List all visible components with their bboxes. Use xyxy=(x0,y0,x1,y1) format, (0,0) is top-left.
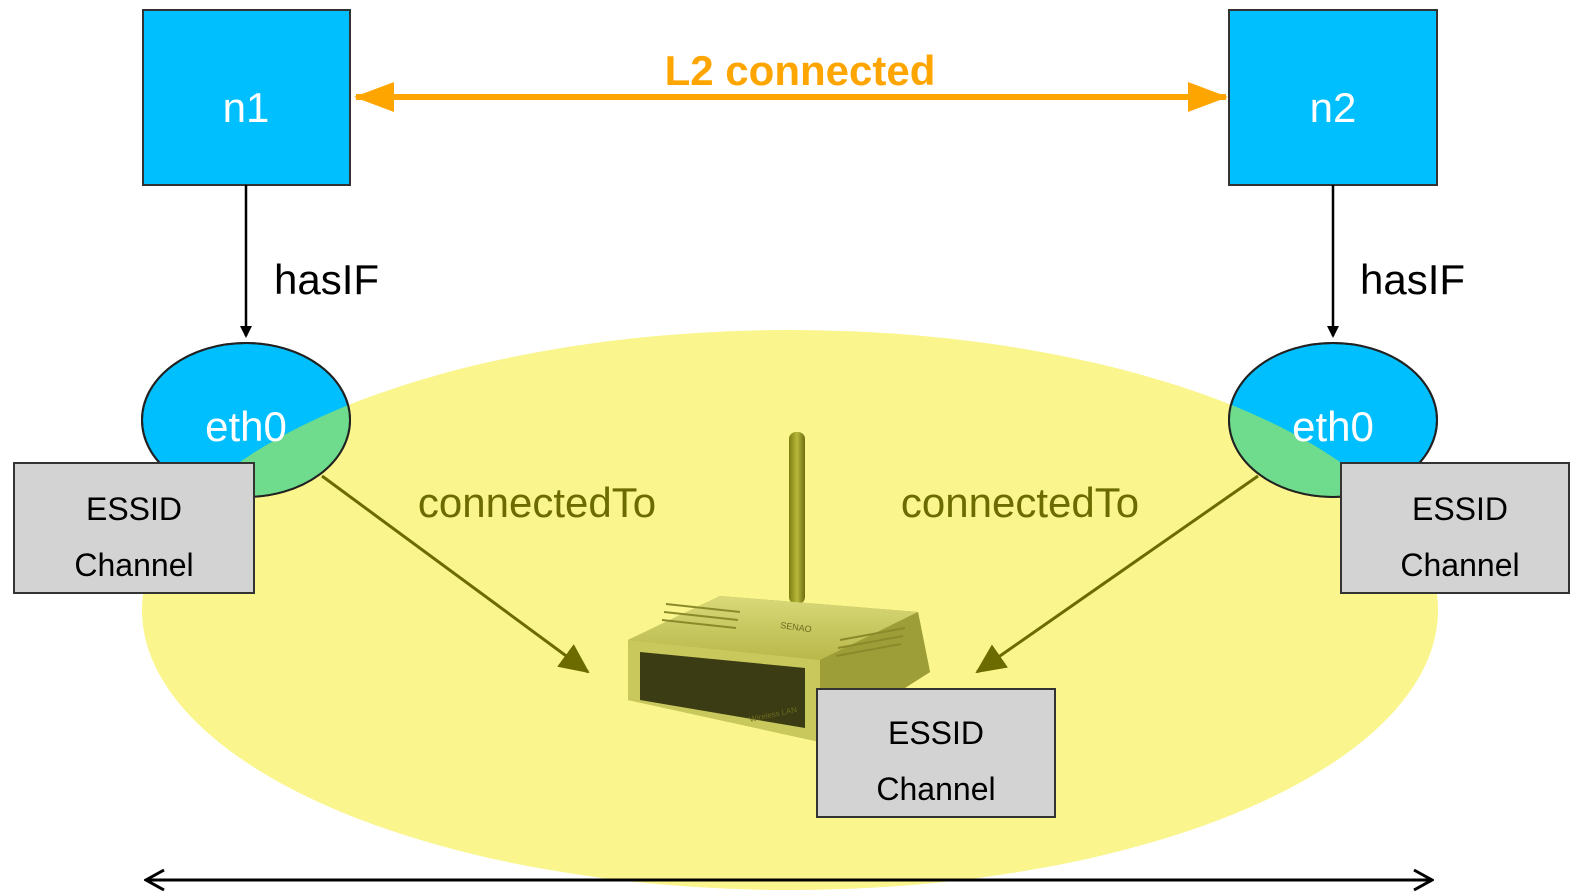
connected-to-arrow-right xyxy=(975,474,1259,674)
essid-box-left-line2: Channel xyxy=(74,547,193,583)
node-n2-label: n2 xyxy=(1310,84,1357,131)
node-n1-label: n1 xyxy=(223,84,270,131)
essid-box-left xyxy=(13,462,255,594)
essid-box-left-line1: ESSID xyxy=(86,491,182,527)
has-if-label-right: hasIF xyxy=(1360,256,1465,303)
interface-eth0-left-label: eth0 xyxy=(205,403,287,450)
antenna xyxy=(789,432,805,604)
essid-box-access-point xyxy=(816,688,1056,818)
essid-box-ap-line1: ESSID xyxy=(888,715,984,751)
essid-box-right-line2: Channel xyxy=(1400,547,1519,583)
node-n1[interactable] xyxy=(142,9,351,186)
router-brand: SENAO xyxy=(780,620,813,634)
connected-to-label-left: connectedTo xyxy=(418,479,656,526)
essid-box-ap-line2: Channel xyxy=(876,771,995,807)
has-if-label-left: hasIF xyxy=(274,256,379,303)
essid-box-right-line1: ESSID xyxy=(1412,491,1508,527)
connected-to-arrow-left xyxy=(321,474,590,674)
connected-to-label-right: connectedTo xyxy=(901,479,1139,526)
l2-connected-label: L2 connected xyxy=(665,47,936,94)
interface-eth0-right-label: eth0 xyxy=(1292,403,1374,450)
essid-box-right xyxy=(1340,462,1570,594)
